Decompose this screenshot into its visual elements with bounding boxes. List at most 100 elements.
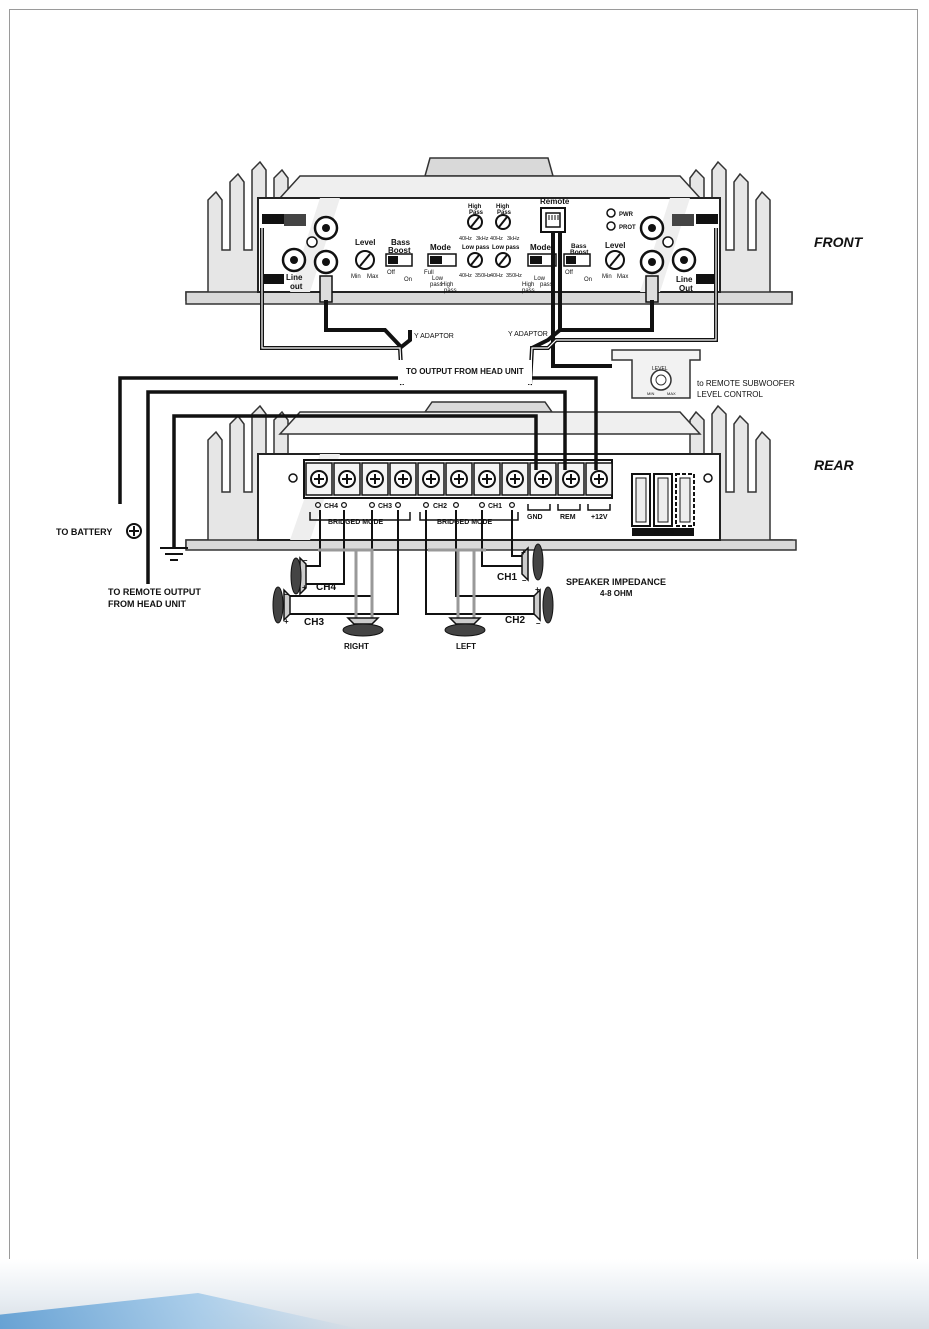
rear-ch2-label: CH2 bbox=[433, 503, 447, 510]
labels: FRONT REAR CH1 CH2 CH3 CH4 Line out Line… bbox=[56, 197, 864, 651]
ch2-minus: – bbox=[536, 619, 541, 628]
bass-off-right: Off bbox=[565, 270, 573, 276]
bass-boost-right-1: Bass bbox=[571, 243, 587, 250]
rear-ch4-label: CH4 bbox=[324, 503, 338, 510]
terminal-screw bbox=[333, 462, 361, 496]
terminal-screw bbox=[361, 462, 389, 496]
speakers bbox=[272, 543, 554, 637]
level-min-right: Min bbox=[602, 274, 612, 280]
level-max-right: Max bbox=[617, 274, 628, 280]
speaker-ch1 bbox=[521, 543, 544, 582]
rem-label: REM bbox=[560, 514, 576, 521]
speaker-ch1-label: CH1 bbox=[497, 572, 517, 583]
ch1-minus: – bbox=[522, 576, 527, 585]
bass-boost-right-2: Boost bbox=[570, 249, 589, 256]
mode-r-pass2: pass bbox=[522, 288, 535, 294]
ch3-plus: + bbox=[284, 617, 289, 626]
rear-label: REAR bbox=[814, 457, 855, 473]
terminal-polarity-dot bbox=[423, 502, 430, 509]
line-out-right-1: Line bbox=[676, 275, 693, 284]
to-battery-label: TO BATTERY bbox=[56, 527, 112, 537]
lp-40hz-r: 40Hz bbox=[490, 273, 503, 279]
bridged-wiring bbox=[318, 548, 486, 618]
y-adaptor-left: Y ADAPTOR bbox=[414, 333, 454, 340]
high-pass-title-l2: Pass bbox=[469, 210, 484, 216]
rear-ch1-label: CH1 bbox=[488, 503, 502, 510]
line-out-right-2: Out bbox=[679, 284, 693, 293]
level-label-left: Level bbox=[355, 238, 375, 247]
to-output-cable bbox=[398, 360, 532, 384]
gnd-label: GND bbox=[527, 514, 543, 521]
lp-350hz-l: 350Hz bbox=[475, 273, 491, 279]
ch4-plus: + bbox=[302, 583, 307, 592]
bass-on-right: On bbox=[584, 277, 592, 283]
pwr-label: PWR bbox=[619, 212, 634, 218]
knob-max-label: MAX bbox=[667, 391, 676, 396]
terminal-screw bbox=[389, 462, 417, 496]
front-knobs bbox=[355, 214, 625, 270]
bridged-mode-left: BRIDGED MODE bbox=[328, 519, 384, 526]
line-out-left-2: out bbox=[290, 282, 303, 291]
bridged-mode-right: BRIDGED MODE bbox=[437, 519, 493, 526]
terminal-screw bbox=[529, 462, 557, 496]
to-output-label: TO OUTPUT FROM HEAD UNIT bbox=[406, 367, 524, 376]
hp-40hz-l: 40Hz bbox=[459, 236, 472, 242]
bass-off-left: Off bbox=[387, 270, 395, 276]
terminal-block bbox=[303, 459, 613, 509]
speaker-left bbox=[444, 617, 486, 637]
mode-low-2: pass bbox=[430, 282, 443, 288]
ch4-minus: – bbox=[303, 556, 308, 565]
terminal-screw bbox=[557, 462, 585, 496]
mode-label-right: Mode bbox=[530, 243, 551, 252]
high-pass-title-r1: High bbox=[496, 204, 510, 210]
level-knob-label: LEVEL bbox=[652, 366, 668, 372]
fuse-block bbox=[631, 473, 695, 536]
speaker-impedance-2: 4-8 OHM bbox=[600, 589, 633, 598]
left-label: LEFT bbox=[456, 642, 476, 651]
line-out-left-1: Line bbox=[286, 273, 303, 282]
speaker-ch3-label: CH3 bbox=[304, 617, 324, 628]
high-pass-title-l1: High bbox=[468, 204, 482, 210]
front-right-connectors bbox=[639, 214, 718, 303]
terminal-screw bbox=[585, 462, 613, 496]
rear-top-cap bbox=[423, 401, 554, 413]
to-remote-output-2: FROM HEAD UNIT bbox=[108, 599, 186, 609]
speaker-ch4-label: CH4 bbox=[316, 582, 336, 593]
speaker-right bbox=[342, 617, 384, 637]
terminal-screw bbox=[417, 462, 445, 496]
to-remote-output-1: TO REMOTE OUTPUT bbox=[108, 587, 201, 597]
level-max-left: Max bbox=[367, 274, 378, 280]
bass-boost-left-2: Boost bbox=[388, 246, 411, 255]
terminal-screw bbox=[473, 462, 501, 496]
terminal-polarity-dot bbox=[479, 502, 486, 509]
mode-label-left: Mode bbox=[430, 243, 451, 252]
ch3-minus: – bbox=[284, 590, 289, 599]
bass-boost-left-1: Bass bbox=[391, 238, 411, 247]
rear-ch3-label: CH3 bbox=[378, 503, 392, 510]
remote-level-control bbox=[611, 349, 701, 399]
front-label: FRONT bbox=[814, 234, 864, 250]
mode-low-1: Low bbox=[432, 276, 444, 282]
terminal-screw bbox=[445, 462, 473, 496]
lp-40hz-l: 40Hz bbox=[459, 273, 472, 279]
plus12v-label: +12V bbox=[591, 514, 608, 521]
terminal-screw bbox=[305, 462, 333, 496]
to-remote-sub-1: to REMOTE SUBWOOFER bbox=[697, 379, 795, 388]
speaker-ch2-label: CH2 bbox=[505, 615, 525, 626]
bass-on-left: On bbox=[404, 277, 412, 283]
ch1-front-label: CH1 bbox=[263, 215, 280, 224]
mode-high-2: pass bbox=[444, 288, 457, 294]
speaker-impedance-1: SPEAKER IMPEDANCE bbox=[566, 577, 666, 587]
front-top-cap bbox=[424, 157, 554, 177]
right-label: RIGHT bbox=[344, 642, 369, 651]
terminal-polarity-dot bbox=[315, 502, 322, 509]
lp-350hz-r: 350Hz bbox=[506, 273, 522, 279]
ch2-plus: + bbox=[535, 585, 540, 594]
low-pass-title-l: Low pass bbox=[462, 245, 490, 251]
mode-r-pass1: pass bbox=[540, 282, 553, 288]
high-pass-title-r2: Pass bbox=[497, 210, 512, 216]
remote-jack-group bbox=[540, 207, 616, 233]
prot-led bbox=[606, 221, 616, 231]
terminal-polarity-dot bbox=[453, 502, 460, 509]
mode-full: Full bbox=[424, 270, 434, 276]
